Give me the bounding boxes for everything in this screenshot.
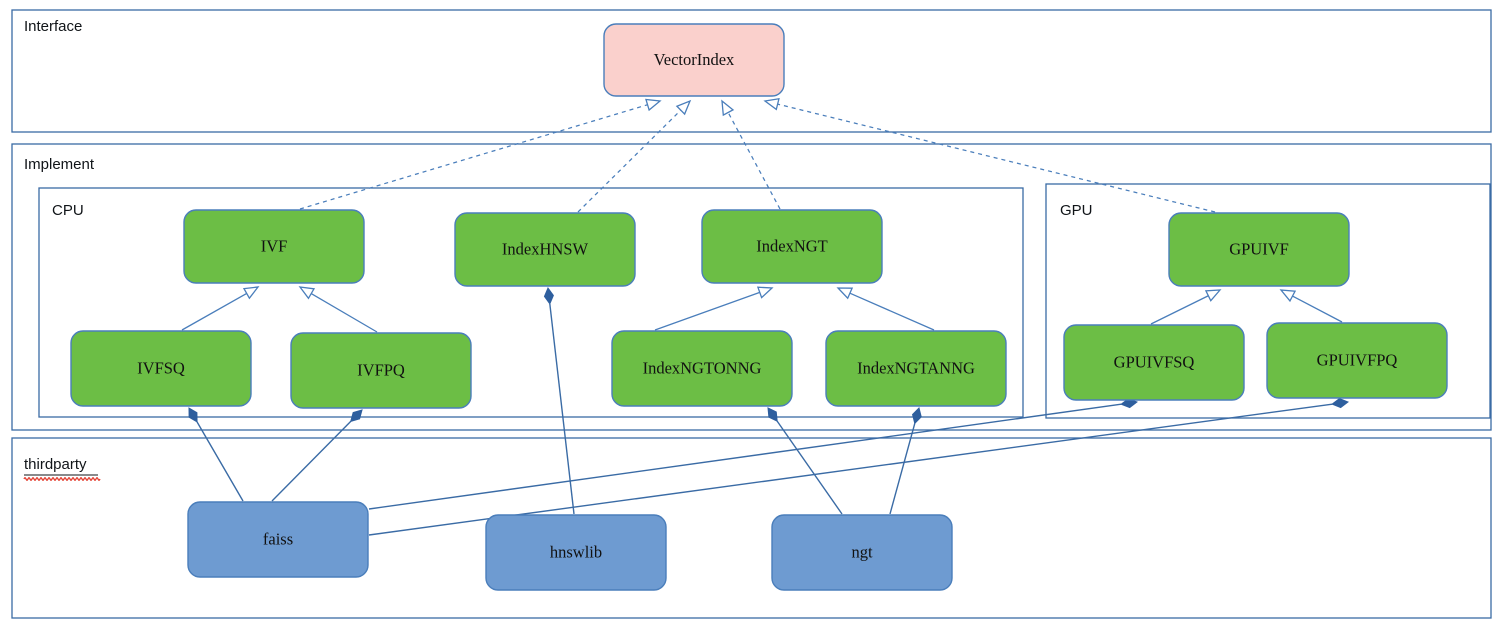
node-ivfpq[interactable]: IVFPQ	[290, 332, 472, 409]
edge-line-composition	[889, 423, 916, 515]
node-box-hnswlib[interactable]	[485, 514, 667, 591]
node-label-ivfpq: IVFPQ	[357, 360, 405, 379]
edge-e-faiss-ivfsq	[188, 407, 244, 502]
edge-line-composition	[368, 403, 1122, 510]
arrowhead-filled-diamond	[350, 409, 363, 423]
node-gpuivf[interactable]: GPUIVF	[1168, 212, 1350, 287]
node-indexngtanng[interactable]: IndexNGTANNG	[825, 330, 1007, 407]
arrowhead-filled-diamond	[543, 286, 554, 305]
node-faiss[interactable]: faiss	[187, 501, 369, 578]
edge-e-ngtanng-ngt	[836, 287, 935, 331]
node-indexhnsw[interactable]: IndexHNSW	[454, 212, 636, 287]
node-box-gpuivfsq[interactable]	[1063, 324, 1245, 401]
arrowhead-hollow-triangle	[645, 98, 662, 112]
arrowhead-filled-diamond	[1331, 398, 1350, 409]
node-label-faiss: faiss	[263, 529, 293, 548]
node-box-ngt[interactable]	[771, 514, 953, 591]
edge-e-ngt-indexngtonng	[767, 407, 843, 515]
node-box-indexngt[interactable]	[701, 209, 883, 284]
edge-line-inheritance	[181, 292, 248, 331]
edge-e-ngt-indexngtanng	[889, 407, 922, 515]
arrowhead-hollow-triangle	[721, 99, 735, 117]
edge-line-composition	[196, 421, 244, 502]
node-box-indexngtonng[interactable]	[611, 330, 793, 407]
node-box-gpuivf[interactable]	[1168, 212, 1350, 287]
group-label-implement: Implement	[24, 156, 95, 173]
edge-line-composition	[776, 420, 843, 515]
arrowhead-hollow-triangle	[298, 286, 316, 300]
node-label-ivf: IVF	[261, 236, 288, 255]
node-ngt[interactable]: ngt	[771, 514, 953, 591]
group-label-gpu: GPU	[1060, 202, 1093, 219]
node-label-indexngt: IndexNGT	[756, 236, 827, 255]
arrowhead-hollow-triangle	[242, 286, 260, 300]
edge-line-inheritance	[1150, 295, 1209, 325]
node-hnswlib[interactable]: hnswlib	[485, 514, 667, 591]
edge-line-composition	[271, 420, 352, 502]
node-label-indexhnsw: IndexHNSW	[502, 239, 589, 258]
edge-line-inheritance	[1292, 295, 1343, 323]
arrowhead-filled-diamond	[911, 407, 922, 425]
edge-line-inheritance	[849, 292, 935, 331]
arrowhead-hollow-triangle	[1204, 289, 1222, 302]
edge-line-composition	[549, 303, 575, 515]
arrowhead-hollow-triangle	[836, 287, 854, 300]
edge-e-ngtonng-ngt	[654, 286, 774, 331]
node-box-faiss[interactable]	[187, 501, 369, 578]
node-label-vectorindex: VectorIndex	[654, 50, 735, 69]
node-vectorindex[interactable]: VectorIndex	[603, 23, 785, 97]
node-box-vectorindex[interactable]	[603, 23, 785, 97]
node-ivf[interactable]: IVF	[183, 209, 365, 284]
node-indexngt[interactable]: IndexNGT	[701, 209, 883, 284]
node-label-indexngtanng: IndexNGTANNG	[857, 358, 975, 377]
group-label-thirdparty: thirdparty	[24, 456, 87, 473]
node-label-ivfsq: IVFSQ	[137, 358, 185, 377]
edge-e-ivfsq-ivf	[181, 286, 260, 331]
node-label-gpuivfpq: GPUIVFPQ	[1317, 350, 1398, 369]
edge-e-gpuivfpq-gpuivf	[1279, 289, 1343, 323]
edge-e-faiss-gpuivfpq	[368, 398, 1350, 536]
group-label-cpu: CPU	[52, 202, 84, 219]
node-label-ngt: ngt	[851, 542, 873, 561]
node-box-ivfpq[interactable]	[290, 332, 472, 409]
edge-e-hnsw-vectorindex	[577, 99, 692, 213]
edge-line-inheritance	[654, 291, 760, 331]
arrowhead-hollow-triangle	[675, 99, 692, 116]
node-label-hnswlib: hnswlib	[550, 542, 602, 561]
spellcheck-underline-thirdparty	[23, 477, 101, 481]
node-ivfsq[interactable]: IVFSQ	[70, 330, 252, 407]
node-box-gpuivfpq[interactable]	[1266, 322, 1448, 399]
edge-e-ngt-vectorindex	[721, 99, 781, 210]
node-label-indexngtonng: IndexNGTONNG	[643, 358, 762, 377]
arrowhead-hollow-triangle	[1279, 289, 1297, 303]
node-box-indexhnsw[interactable]	[454, 212, 636, 287]
node-indexngtonng[interactable]: IndexNGTONNG	[611, 330, 793, 407]
node-box-indexngtanng[interactable]	[825, 330, 1007, 407]
node-gpuivfsq[interactable]: GPUIVFSQ	[1063, 324, 1245, 401]
edge-e-gpuivfsq-gpuivf	[1150, 289, 1222, 325]
node-label-gpuivf: GPUIVF	[1229, 239, 1289, 258]
arrowhead-hollow-triangle	[763, 97, 780, 111]
edge-layer	[181, 97, 1350, 536]
edge-e-hnswlib-indexhnsw	[543, 286, 575, 515]
node-box-ivfsq[interactable]	[70, 330, 252, 407]
node-box-ivf[interactable]	[183, 209, 365, 284]
group-label-interface: Interface	[24, 18, 82, 35]
edge-e-faiss-ivfpq	[271, 409, 363, 502]
node-label-gpuivfsq: GPUIVFSQ	[1114, 352, 1195, 371]
edge-line-realization	[727, 112, 781, 210]
edge-e-gpuivf-vectorindex	[763, 97, 1216, 213]
arrowhead-hollow-triangle	[756, 286, 774, 299]
edge-line-realization	[577, 109, 682, 213]
node-gpuivfpq[interactable]: GPUIVFPQ	[1266, 322, 1448, 399]
arrowhead-filled-diamond	[767, 407, 778, 422]
edge-e-ivf-vectorindex	[299, 98, 662, 210]
edge-line-realization	[777, 103, 1216, 213]
edge-e-ivfpq-ivf	[298, 286, 378, 333]
arrowhead-filled-diamond	[188, 407, 198, 423]
edge-line-composition	[368, 403, 1333, 536]
edge-line-inheritance	[310, 292, 378, 333]
